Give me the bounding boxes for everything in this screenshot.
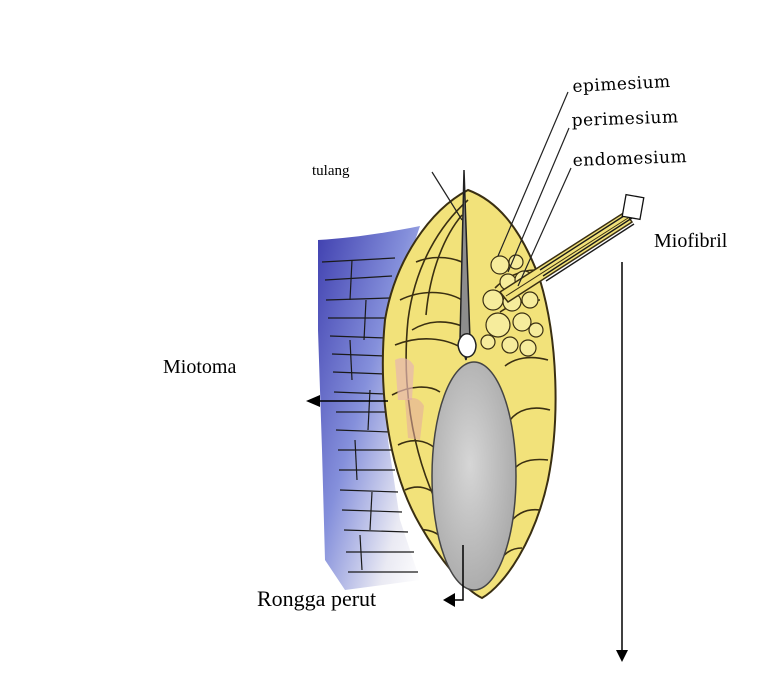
- label-endomesium: endomesium: [572, 147, 687, 171]
- label-miofibril: Miofibril: [654, 230, 727, 253]
- rongga-arrow-head: [443, 593, 455, 607]
- miofibril-arrow-head: [616, 650, 628, 662]
- label-rongga-perut: Rongga perut: [257, 586, 376, 612]
- label-miotoma: Miotoma: [163, 356, 236, 379]
- abdominal-cavity: [432, 362, 516, 590]
- label-tulang: tulang: [312, 163, 350, 180]
- miotoma-arrow-head: [306, 395, 320, 407]
- label-perimesium: perimesium: [571, 107, 679, 131]
